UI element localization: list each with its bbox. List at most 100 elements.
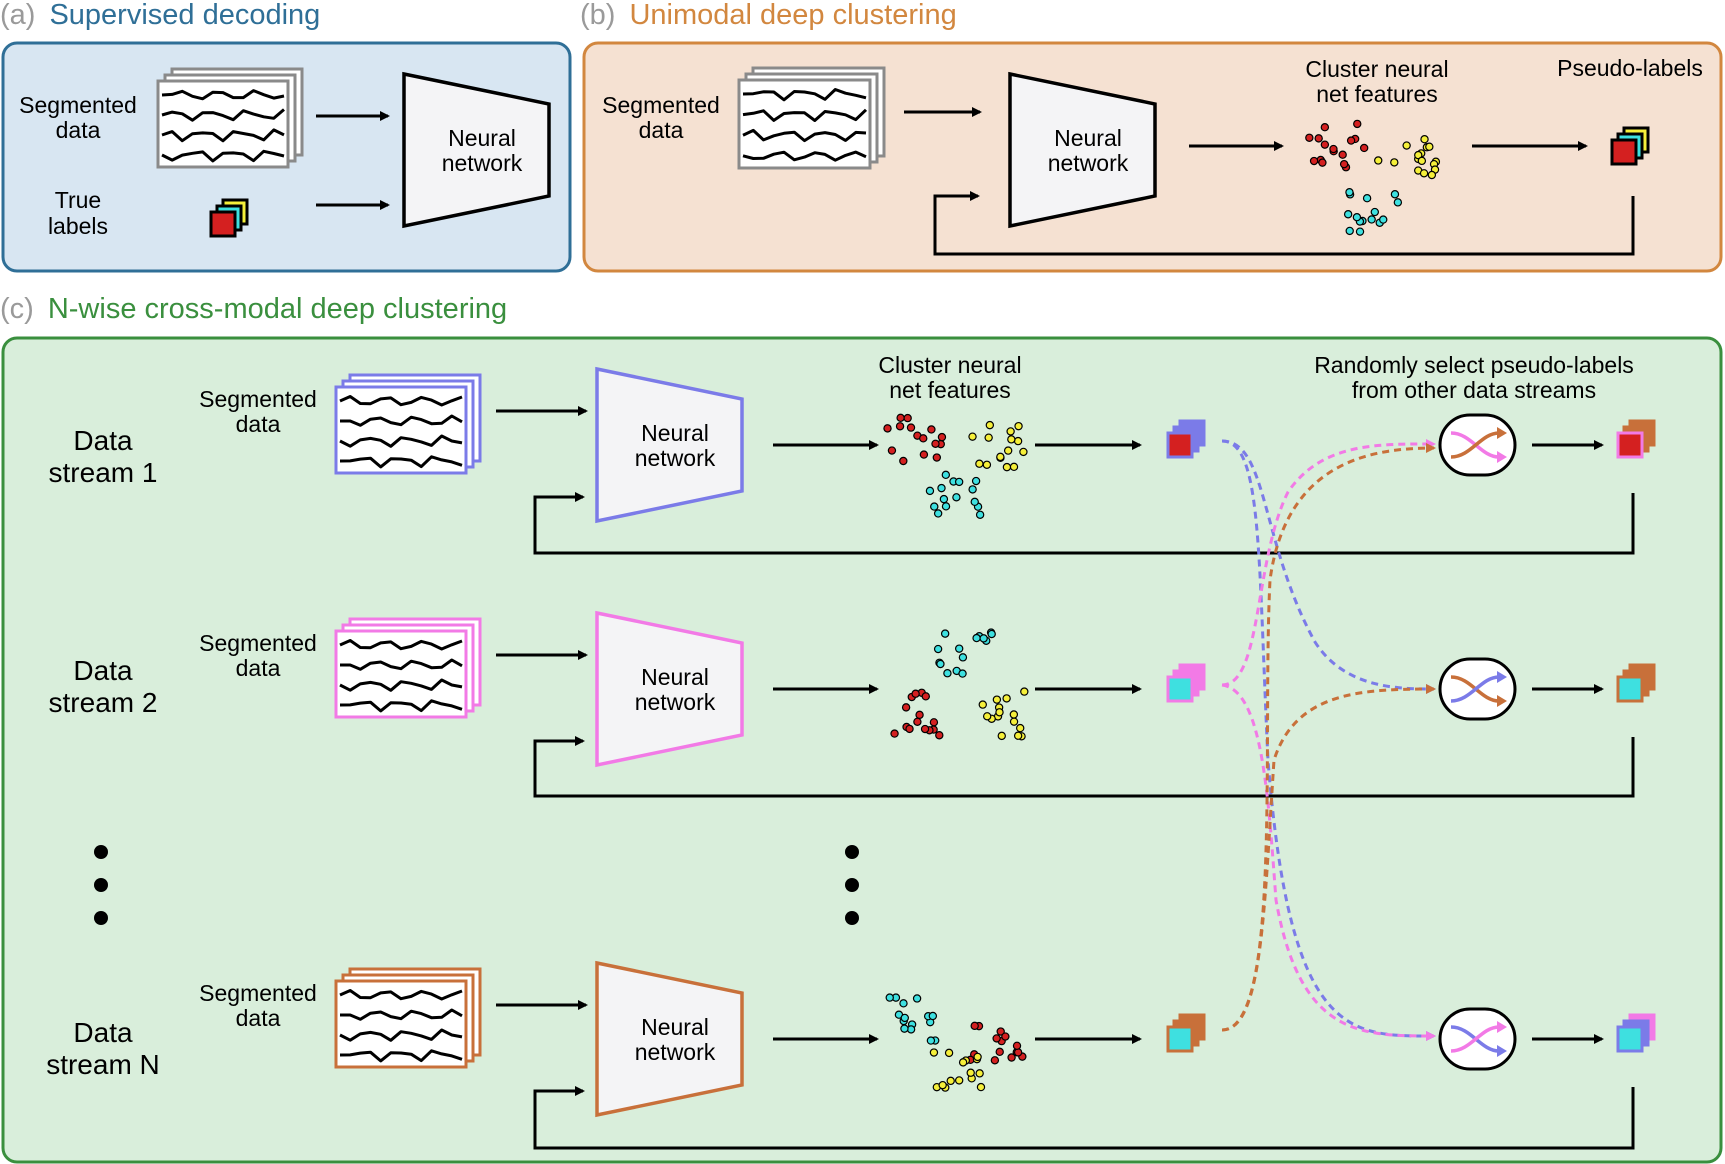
feedback-arrow (533, 492, 1635, 555)
cluster-point (1370, 207, 1380, 217)
cluster-point (944, 1048, 954, 1058)
shuffle-arrowhead (1497, 451, 1507, 463)
label-stack-icon (1166, 1013, 1206, 1053)
cluster-point (1346, 136, 1356, 145)
cluster-point (1338, 150, 1347, 159)
label-stack-icon (209, 198, 249, 238)
cluster-point (958, 1058, 968, 1067)
cluster-point (982, 460, 992, 469)
signal-trace (161, 128, 285, 143)
pseudo-label-route (1221, 683, 1436, 1041)
feedback-arrow (533, 1086, 1635, 1150)
neural-network-label: Neural (1054, 125, 1122, 151)
label-stack-icon (1616, 1013, 1656, 1053)
cluster-point (1390, 190, 1400, 199)
cluster-features-label: Cluster neural (878, 352, 1021, 378)
label-square (209, 210, 237, 238)
cluster-point (954, 1076, 964, 1085)
segmented-data-label: data (236, 655, 281, 681)
cluster-point (982, 712, 992, 721)
cluster-point (896, 413, 905, 423)
neural-network-label: Neural (448, 125, 516, 151)
segmented-data-label: Segmented (199, 386, 317, 412)
cluster-point (929, 718, 939, 727)
signal-trace (742, 108, 868, 122)
neural-network-shape (402, 71, 551, 229)
segmented-data-label: Segmented (199, 630, 317, 656)
neural-network-label: Neural (641, 664, 709, 690)
neural-network-label: network (442, 150, 523, 176)
neural-network-shape (595, 610, 744, 768)
cluster-point (975, 459, 984, 468)
cluster-point (1314, 134, 1323, 143)
signal-trace (742, 88, 867, 102)
cluster-point (992, 1034, 1001, 1043)
shuffle-curve (1450, 675, 1500, 703)
cluster-point (1309, 156, 1319, 166)
cluster-point (899, 999, 908, 1008)
neural-network-label: network (635, 445, 716, 471)
cluster-point (1379, 215, 1388, 224)
pseudo-label-route (1221, 439, 1436, 694)
segmented-data-label: Segmented (602, 92, 720, 118)
cluster-point (911, 689, 920, 698)
data-stack-icon (334, 373, 482, 475)
cluster-features-label: net features (1316, 81, 1437, 107)
signal-trace (161, 89, 285, 101)
cluster-point (1014, 421, 1023, 431)
feedback-arrow (933, 191, 1635, 256)
cluster-point (1012, 1041, 1022, 1051)
stream-label: stream N (46, 1049, 160, 1080)
cluster-point (1016, 723, 1025, 733)
signal-trace (339, 395, 463, 407)
stream-label: stream 1 (49, 457, 158, 488)
cluster-point (919, 450, 929, 459)
cluster-point (1427, 170, 1437, 180)
cluster-point (1353, 119, 1362, 129)
cluster-point (985, 420, 995, 430)
cluster-point (1013, 731, 1023, 740)
cluster-point (997, 731, 1006, 741)
cluster-point (1305, 133, 1314, 142)
cluster-point (900, 1013, 909, 1023)
cluster-point (966, 1068, 975, 1077)
cluster-point (995, 1047, 1004, 1057)
ellipsis-icon (94, 878, 108, 892)
data-stack-icon (334, 967, 482, 1069)
label-square (1166, 675, 1194, 703)
cluster-point (1343, 210, 1353, 219)
signal-trace (339, 678, 463, 692)
cluster-point (895, 422, 905, 431)
cluster-point (900, 1024, 909, 1033)
cluster-point (996, 452, 1005, 462)
signal-trace (340, 414, 463, 427)
cluster-point (968, 432, 977, 441)
neural-network-icon (595, 366, 744, 524)
cluster-point (919, 434, 928, 443)
neural-network-icon (595, 960, 744, 1118)
cluster-point (1318, 158, 1327, 167)
cluster-point (987, 629, 996, 639)
cluster-point (912, 994, 922, 1003)
cluster-point (992, 695, 1002, 704)
scatter-cluster-icon (890, 628, 1029, 741)
cluster-point (1393, 198, 1403, 207)
cluster-point (1007, 1053, 1016, 1062)
scatter-cluster-icon (885, 993, 1027, 1092)
cluster-point (1009, 710, 1019, 719)
cluster-point (1425, 142, 1434, 151)
cluster-point (883, 424, 892, 433)
cluster-point (1374, 156, 1383, 165)
neural-network-label: network (1048, 150, 1129, 176)
segmented-data-label: data (639, 117, 684, 143)
cluster-point (990, 1056, 1000, 1065)
cluster-point (931, 439, 940, 448)
cluster-point (933, 509, 943, 518)
label-stack-icon (1166, 419, 1206, 459)
cluster-point (929, 1048, 939, 1057)
cluster-point (1013, 436, 1023, 446)
segmented-data-label: data (236, 411, 281, 437)
shuffle-arrowhead (1497, 427, 1507, 439)
cluster-point (938, 1080, 947, 1090)
cluster-point (1002, 462, 1012, 472)
